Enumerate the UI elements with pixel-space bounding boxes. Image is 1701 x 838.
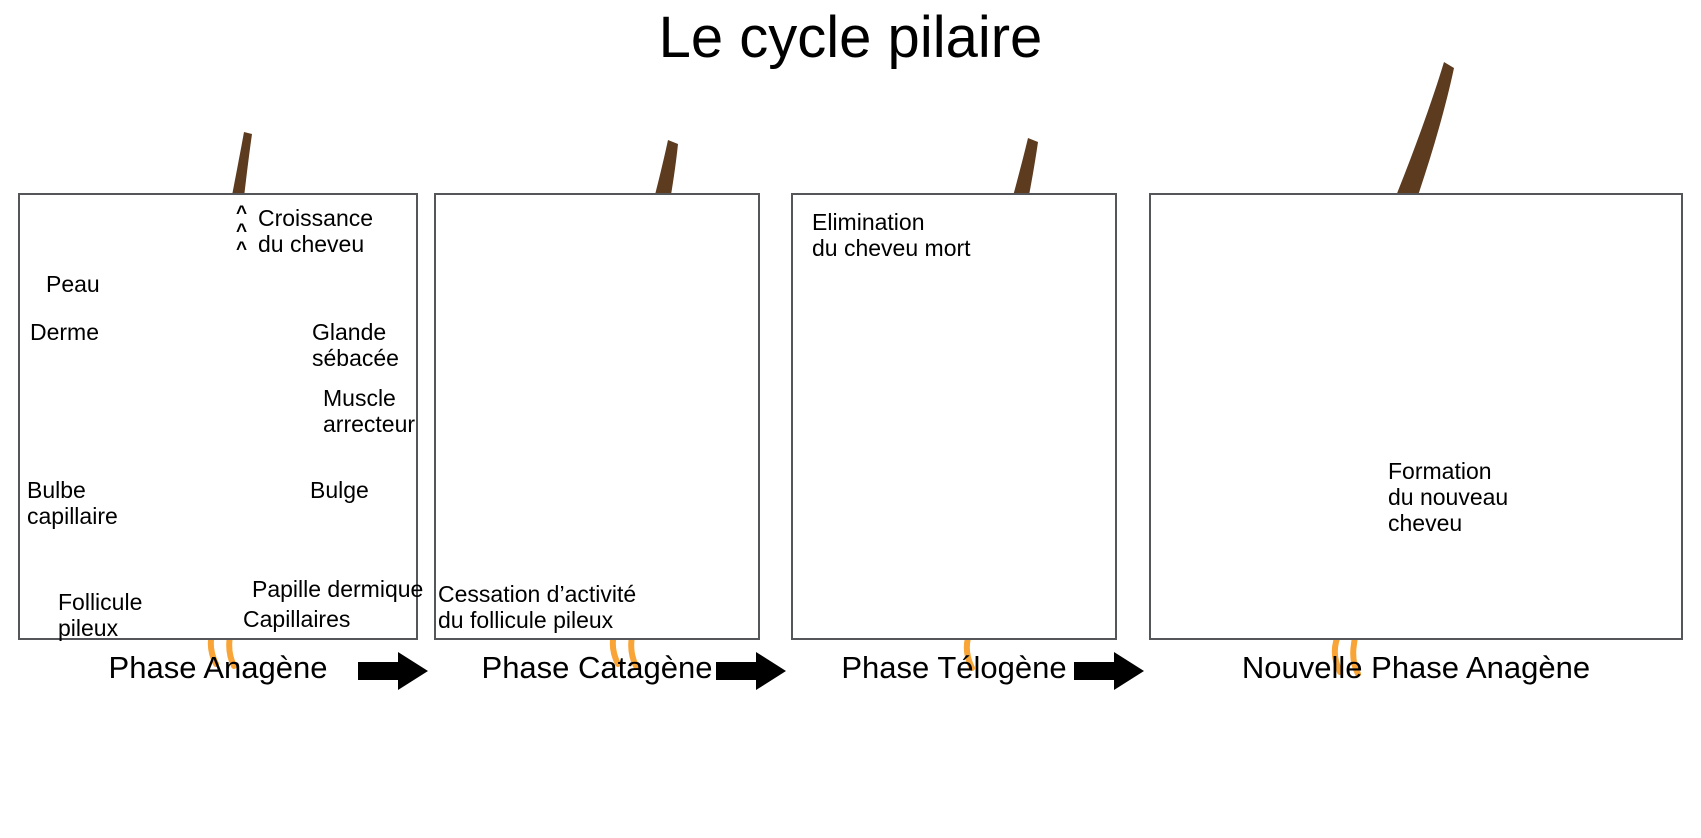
label-derme: Derme (30, 319, 100, 345)
page-title: Le cycle pilaire (658, 5, 1043, 70)
caption-phase-anagene: Phase Anagène (108, 650, 328, 685)
follicule-line2: pileux (58, 614, 119, 641)
caption-nouvelle-phase-anagene: Nouvelle Phase Anagène (1241, 650, 1591, 685)
flow-arrow-icon-1 (358, 652, 428, 690)
panel-telogen[interactable] (791, 193, 1117, 640)
panel-anagen[interactable] (18, 193, 418, 640)
elimination-line2: du cheveu mort (812, 234, 971, 261)
formation-line1: Formation (1388, 458, 1492, 484)
label-peau: Peau (46, 271, 100, 297)
cessation-line2: du follicule pileux (438, 606, 614, 633)
label-capillaires: Capillaires (243, 606, 351, 632)
follicule-line1: Follicule (58, 589, 143, 615)
chevron-up-icon: ^^^ (236, 203, 248, 261)
label-papille-dermique: Papille dermique (252, 576, 424, 602)
muscle-line2: arrecteur (323, 410, 416, 437)
bulbe-line2: capillaire (27, 502, 118, 529)
panel-catagen[interactable] (434, 193, 760, 640)
panel-new-anagen[interactable] (1149, 193, 1683, 640)
croissance-line1: Croissance (258, 205, 374, 231)
muscle-line1: Muscle (323, 385, 396, 411)
bulbe-line1: Bulbe (27, 477, 86, 503)
cessation-line1: Cessation d’activité (438, 581, 637, 607)
caption-phase-catagene: Phase Catagène (481, 650, 713, 685)
formation-line3: cheveu (1388, 509, 1463, 536)
flow-arrow-icon-3 (1074, 652, 1144, 690)
label-bulge: Bulge (310, 477, 369, 503)
flow-arrow-icon-2 (716, 652, 786, 690)
formation-line2: du nouveau (1388, 483, 1509, 510)
glande-line1: Glande (312, 319, 387, 345)
glande-line2: sébacée (312, 344, 399, 371)
elimination-line1: Elimination (812, 209, 925, 235)
caption-phase-telogene: Phase Télogène (841, 650, 1067, 685)
croissance-line2: du cheveu (258, 230, 365, 257)
